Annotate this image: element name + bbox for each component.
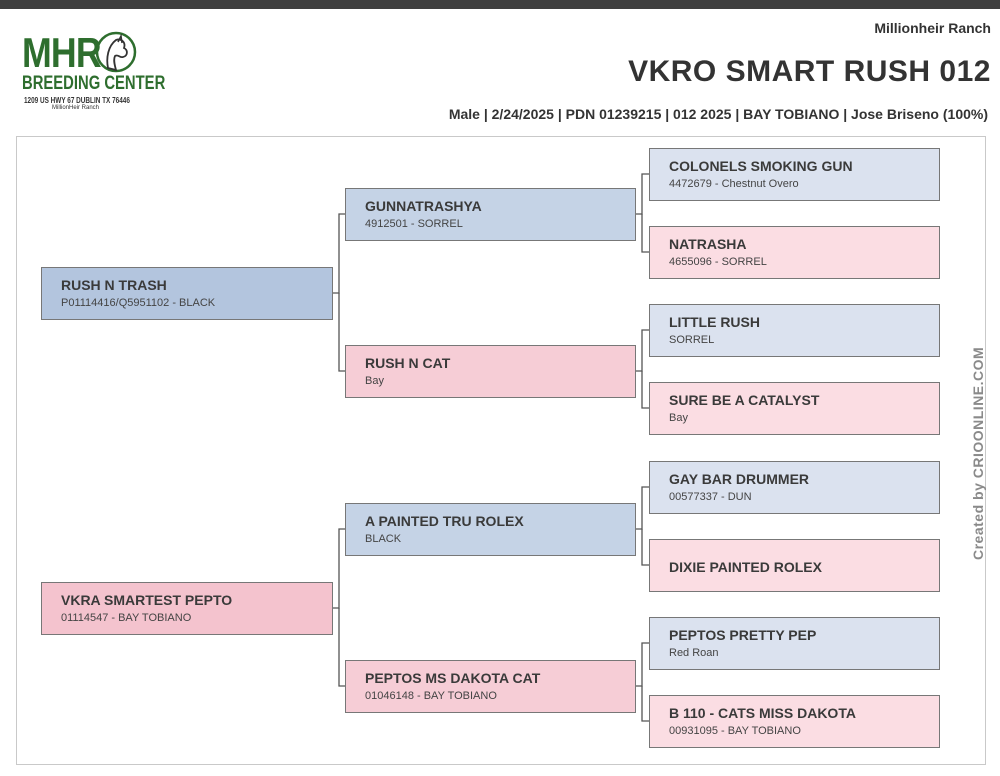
credit-watermark: Created by CRIOONLINE.COM bbox=[970, 346, 986, 560]
g3-3-info: SORREL bbox=[669, 334, 715, 346]
dam-sire-info: BLACK bbox=[365, 533, 402, 545]
logo-ranch-small: MillionHeir Ranch bbox=[52, 105, 100, 111]
pedigree-frame bbox=[16, 136, 986, 765]
g3-7-info: Red Roan bbox=[669, 647, 719, 659]
dam-dam-info: 01046148 - BAY TOBIANO bbox=[365, 690, 497, 702]
pedigree-dam: VKRA SMARTEST PEPTO 01114547 - BAY TOBIA… bbox=[41, 582, 333, 635]
pedigree-g3-5: GAY BAR DRUMMER 00577337 - DUN bbox=[649, 461, 940, 514]
horse-head-icon bbox=[95, 31, 137, 73]
pedigree-g3-6: DIXIE PAINTED ROLEX bbox=[649, 539, 940, 592]
logo-breeding-center: BREEDING CENTER bbox=[22, 73, 166, 94]
g3-2-name: NATRASHA bbox=[669, 236, 747, 252]
g3-5-name: GAY BAR DRUMMER bbox=[669, 471, 810, 487]
logo-mhr-text: MHR bbox=[22, 29, 102, 76]
g3-2-info: 4655096 - SORREL bbox=[669, 256, 767, 268]
pedigree-sire: RUSH N TRASH P01114416/Q5951102 - BLACK bbox=[41, 267, 333, 320]
pedigree-g3-1: COLONELS SMOKING GUN 4472679 - Chestnut … bbox=[649, 148, 940, 201]
pedigree-sire-dam: RUSH N CAT Bay bbox=[345, 345, 636, 398]
sire-sire-name: GUNNATRASHYA bbox=[365, 198, 482, 214]
pedigree-sire-sire: GUNNATRASHYA 4912501 - SORREL bbox=[345, 188, 636, 241]
logo-address: 1209 US HWY 67 DUBLIN TX 76446 bbox=[24, 96, 130, 105]
g3-4-name: SURE BE A CATALYST bbox=[669, 392, 820, 408]
g3-5-info: 00577337 - DUN bbox=[669, 491, 752, 503]
sire-dam-info: Bay bbox=[365, 375, 384, 387]
pedigree-dam-sire: A PAINTED TRU ROLEX BLACK bbox=[345, 503, 636, 556]
g3-1-info: 4472679 - Chestnut Overo bbox=[669, 178, 799, 190]
g3-4-info: Bay bbox=[669, 412, 688, 424]
g3-8-info: 00931095 - BAY TOBIANO bbox=[669, 725, 801, 737]
pedigree-g3-2: NATRASHA 4655096 - SORREL bbox=[649, 226, 940, 279]
ranch-name: Millionheir Ranch bbox=[874, 20, 991, 36]
pedigree-g3-4: SURE BE A CATALYST Bay bbox=[649, 382, 940, 435]
dam-dam-name: PEPTOS MS DAKOTA CAT bbox=[365, 670, 541, 686]
g3-3-name: LITTLE RUSH bbox=[669, 314, 760, 330]
pedigree-g3-8: B 110 - CATS MISS DAKOTA 00931095 - BAY … bbox=[649, 695, 940, 748]
g3-6-name: DIXIE PAINTED ROLEX bbox=[669, 559, 822, 575]
horse-title: VKRO SMART RUSH 012 bbox=[628, 55, 991, 88]
sire-dam-name: RUSH N CAT bbox=[365, 355, 451, 371]
pedigree-g3-7: PEPTOS PRETTY PEP Red Roan bbox=[649, 617, 940, 670]
horse-details: Male | 2/24/2025 | PDN 01239215 | 012 20… bbox=[448, 106, 988, 122]
dam-sire-name: A PAINTED TRU ROLEX bbox=[365, 513, 524, 529]
sire-sire-info: 4912501 - SORREL bbox=[365, 218, 463, 230]
pedigree-g3-3: LITTLE RUSH SORREL bbox=[649, 304, 940, 357]
g3-8-name: B 110 - CATS MISS DAKOTA bbox=[669, 705, 856, 721]
dam-info: 01114547 - BAY TOBIANO bbox=[61, 612, 192, 624]
dam-name: VKRA SMARTEST PEPTO bbox=[61, 592, 233, 608]
sire-info: P01114416/Q5951102 - BLACK bbox=[61, 297, 216, 309]
g3-7-name: PEPTOS PRETTY PEP bbox=[669, 627, 817, 643]
g3-1-name: COLONELS SMOKING GUN bbox=[669, 158, 853, 174]
top-bar bbox=[0, 0, 1000, 9]
pedigree-dam-dam: PEPTOS MS DAKOTA CAT 01046148 - BAY TOBI… bbox=[345, 660, 636, 713]
sire-name: RUSH N TRASH bbox=[61, 277, 167, 293]
mhr-logo: MHR BREEDING CENTER 1209 US HWY 67 DUBLI… bbox=[20, 29, 165, 116]
